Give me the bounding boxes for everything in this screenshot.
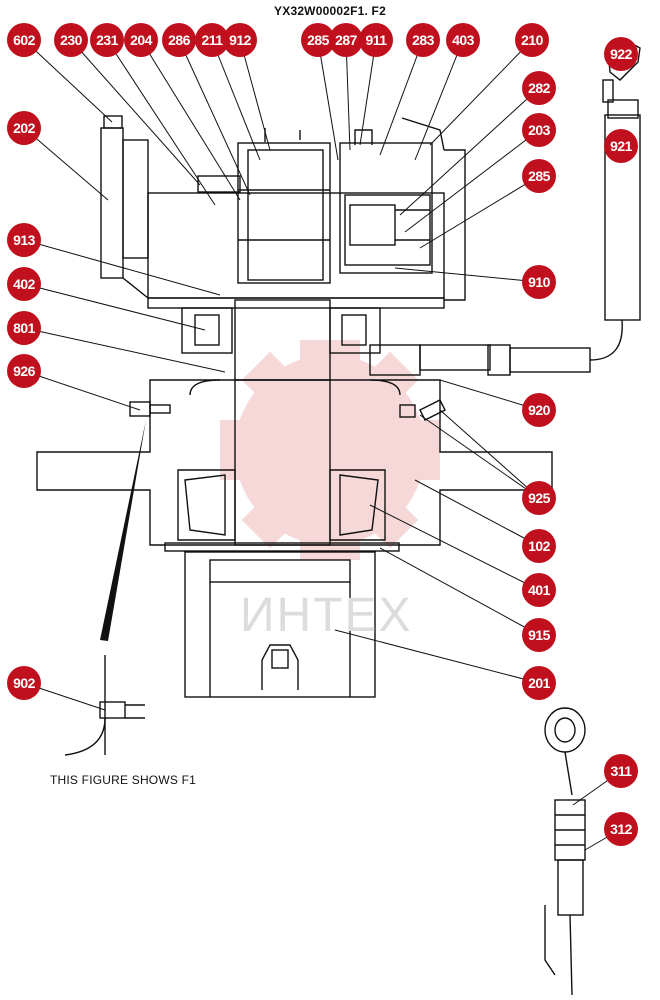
callout-921[interactable]: 921: [604, 129, 638, 163]
callout-287[interactable]: 287: [329, 23, 363, 57]
figure-note: THIS FIGURE SHOWS F1: [50, 773, 197, 787]
callout-210[interactable]: 210: [515, 23, 549, 57]
callout-282[interactable]: 282: [522, 71, 556, 105]
callout-915[interactable]: 915: [522, 618, 556, 652]
callout-403[interactable]: 403: [446, 23, 480, 57]
callout-913[interactable]: 913: [7, 223, 41, 257]
callout-231[interactable]: 231: [90, 23, 124, 57]
diagram-title: YX32W00002F1. F2: [274, 4, 386, 18]
callout-204[interactable]: 204: [124, 23, 158, 57]
detail-pointer: [100, 420, 146, 641]
callout-920[interactable]: 920: [522, 393, 556, 427]
callout-202[interactable]: 202: [7, 111, 41, 145]
callout-203[interactable]: 203: [522, 113, 556, 147]
callout-602[interactable]: 602: [7, 23, 41, 57]
callout-912[interactable]: 912: [223, 23, 257, 57]
callout-312[interactable]: 312: [604, 812, 638, 846]
callout-911[interactable]: 911: [359, 23, 393, 57]
callout-285-right[interactable]: 285: [522, 159, 556, 193]
callout-201[interactable]: 201: [522, 666, 556, 700]
callout-925[interactable]: 925: [522, 481, 556, 515]
assembly-outline: [36, 39, 641, 996]
watermark-text: ИНТЕХ: [240, 589, 413, 642]
callout-902[interactable]: 902: [7, 666, 41, 700]
callout-230[interactable]: 230: [54, 23, 88, 57]
callout-401[interactable]: 401: [522, 573, 556, 607]
callout-801[interactable]: 801: [7, 311, 41, 345]
callout-311[interactable]: 311: [604, 754, 638, 788]
callout-286[interactable]: 286: [162, 23, 196, 57]
callout-102[interactable]: 102: [522, 529, 556, 563]
callout-922[interactable]: 922: [604, 37, 638, 71]
callout-910[interactable]: 910: [522, 265, 556, 299]
callout-402[interactable]: 402: [7, 267, 41, 301]
callout-926[interactable]: 926: [7, 354, 41, 388]
callout-283[interactable]: 283: [406, 23, 440, 57]
